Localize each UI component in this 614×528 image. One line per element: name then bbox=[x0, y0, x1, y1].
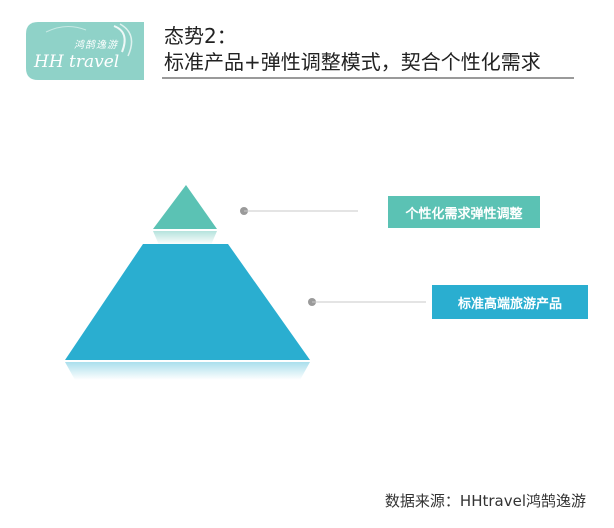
pyramid-bottom-reflection bbox=[65, 362, 310, 380]
data-source: 数据来源：HHtravel鸿鹄逸游 bbox=[384, 492, 586, 510]
pyramid-top-segment bbox=[153, 185, 217, 229]
logo: 鸿鹄逸游 HH travel bbox=[26, 22, 144, 80]
page-title-line1: 态势2： bbox=[164, 24, 237, 48]
logo-background bbox=[26, 22, 144, 80]
logo-text: HH travel bbox=[34, 52, 120, 72]
title-underline bbox=[162, 77, 574, 79]
label-personalized-adjustment: 个性化需求弹性调整 bbox=[388, 196, 540, 228]
pyramid-top-reflection bbox=[153, 231, 217, 245]
page-title-line2: 标准产品+弹性调整模式，契合个性化需求 bbox=[164, 50, 541, 74]
logo-script-text: 鸿鹄逸游 bbox=[74, 40, 118, 51]
pyramid-bottom-segment bbox=[65, 244, 310, 360]
label-standard-product: 标准高端旅游产品 bbox=[432, 285, 588, 319]
